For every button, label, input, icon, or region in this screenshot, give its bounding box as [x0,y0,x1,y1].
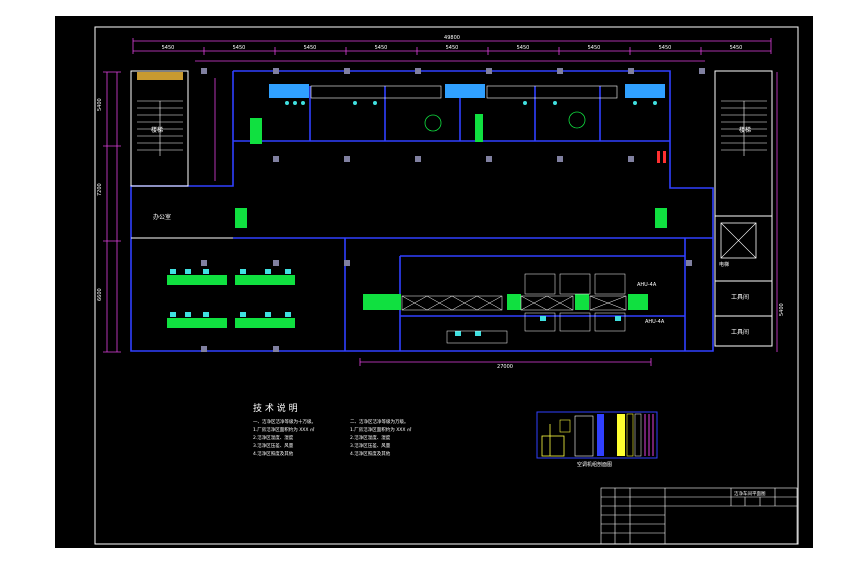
elevator [720,222,757,259]
room-stair-right: 楼梯 [739,126,751,134]
airlock-boxes [401,295,627,311]
green-circles [424,111,586,132]
notes-right-5: 4.洁净区照度及其他 [350,450,391,457]
notes-right-1: 二、洁净区洁净等级为万级。 [350,418,409,425]
green-equipment [167,114,667,328]
inner-frame [94,26,799,545]
dim-seg-3: 5450 [304,45,317,51]
room-office: 办公室 [153,213,171,221]
notes-right-4: 3.洁净区压差、风量 [350,442,391,449]
dim-total: 49800 [444,35,460,41]
hatched-wall [137,72,183,80]
stair-right-lines [721,100,767,156]
notes-right: 二、洁净区洁净等级为万级。 1.厂房洁净区面积约为 XXX ㎡ 2.洁净区温度、… [350,418,412,457]
dim-seg-4: 5450 [375,45,388,51]
dimension-ticks [103,38,772,366]
dim-seg-6: 5450 [517,45,530,51]
dim-left-mid: 7200 [97,183,103,196]
notes-right-3: 2.洁净区温度、湿度 [350,434,391,441]
notes-left-4: 3.洁净区压差、风量 [253,442,294,449]
dim-bottom: 27000 [497,364,513,370]
room-right-a: 工具间 [731,293,749,301]
stair-left-lines [137,100,183,156]
dim-right: 5400 [779,303,785,316]
title-block [600,487,798,545]
columns [201,68,705,352]
room-right-b: 工具间 [731,328,749,336]
walls [130,70,714,352]
title-block-name: 洁净车间平面图 [734,490,766,497]
outer-walls [130,70,773,347]
dim-seg-7: 5450 [588,45,601,51]
cyan-furniture [170,269,621,336]
label-ahu: AHU-4A [637,282,657,288]
notes-left-5: 4.洁净区照度及其他 [253,450,294,457]
notes-right-2: 1.厂房洁净区面积约为 XXX ㎡ [350,426,412,433]
notes-title: 技 术 说 明 [253,402,298,414]
label-airlock: AHU-4A [645,319,665,325]
notes-left-3: 2.洁净区温度、湿度 [253,434,294,441]
notes-left: 一、洁净区洁净等级为十万级。 1.厂房洁净区面积约为 XXX ㎡ 2.洁净区温度… [253,418,316,457]
notes-left-1: 一、洁净区洁净等级为十万级。 [253,418,316,425]
dim-seg-1: 5450 [162,45,175,51]
drawing-sheet: 49800 5450 5450 5450 5450 5450 5450 5450… [55,16,813,548]
pressure-arrows [657,151,666,163]
dim-seg-5: 5450 [446,45,459,51]
dim-left-bottom: 6600 [97,288,103,301]
dim-segments: 5450 5450 5450 5450 5450 5450 5450 5450 … [162,45,743,51]
dim-left-top: 5400 [97,98,103,111]
room-elevator: 电梯 [719,261,729,268]
top-equipment [269,84,665,99]
dim-seg-2: 5450 [233,45,246,51]
cad-drawing: 49800 5450 5450 5450 5450 5450 5450 5450… [94,26,799,545]
ahu-section [536,411,658,459]
room-stair-left: 楼梯 [151,126,163,134]
partitions [446,273,626,344]
notes-left-2: 1.厂房洁净区面积约为 XXX ㎡ [253,426,315,433]
dim-seg-8: 5450 [659,45,672,51]
dim-seg-9: 5450 [730,45,743,51]
dimension-lines [106,40,778,363]
section-caption: 空调机组剖面图 [577,461,612,468]
top-fixtures [285,101,657,105]
